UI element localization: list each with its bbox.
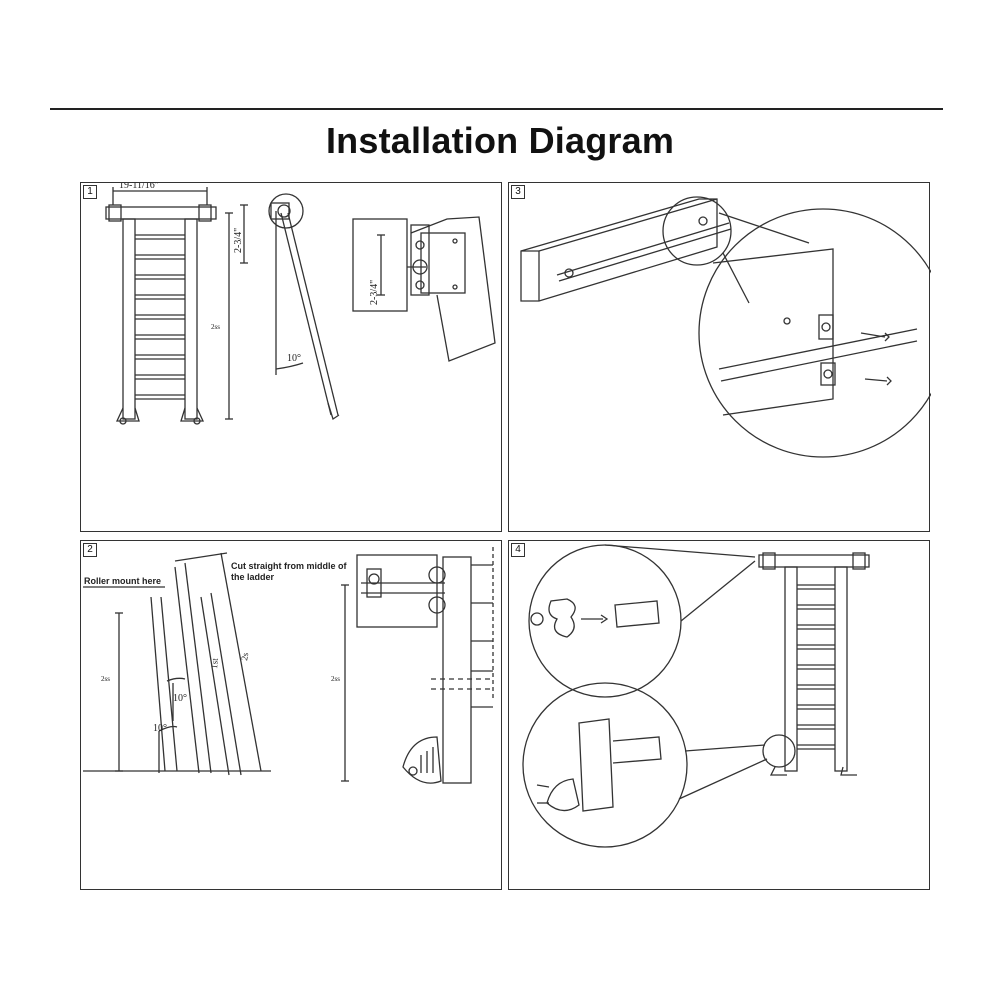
panel-4-drawing [522,544,870,848]
dim-right-label: 2ss [331,675,340,683]
panel-1-drawing: 19-11/16" 2-3/4" 2-3/4" 2ss 10° [105,183,496,425]
panel-1-ladder-dimensions: 1 [80,182,502,532]
panel-3-rail-mounting: 3 [508,182,931,532]
dim-side-label: 2ss [211,323,220,331]
panel-3-drawing [520,196,931,458]
panel-2-cutting-and-rollers: 2 [80,540,502,890]
roller-mount-label: Roller mount here [84,576,161,586]
panel-2-drawing: Roller mount here Cut straight from midd… [83,547,494,784]
cut-instruction-line-1: Cut straight from middle of [231,561,348,571]
panel-number: 2 [83,543,97,557]
angle-a-label: 10° [173,693,187,704]
angle-label: 10° [287,353,301,364]
dim-width-label: 19-11/16" [119,183,159,191]
dim-left-label: 2ss [101,675,110,683]
panel-number: 3 [511,185,525,199]
dim-b-label: 2s [239,651,250,661]
angle-b-label: 10° [153,723,167,734]
panel-number: 1 [83,185,97,199]
page-title: Installation Diagram [325,120,675,161]
dim-detail-label: 2-3/4" [369,280,380,305]
dim-a-label: 1st [209,657,220,669]
panel-4-assembly-details: 4 [508,540,930,890]
dim-height-label: 2-3/4" [233,228,244,253]
panel-number: 4 [511,543,525,557]
cut-instruction-line-2: the ladder [231,572,275,582]
top-divider-rule [50,108,943,110]
